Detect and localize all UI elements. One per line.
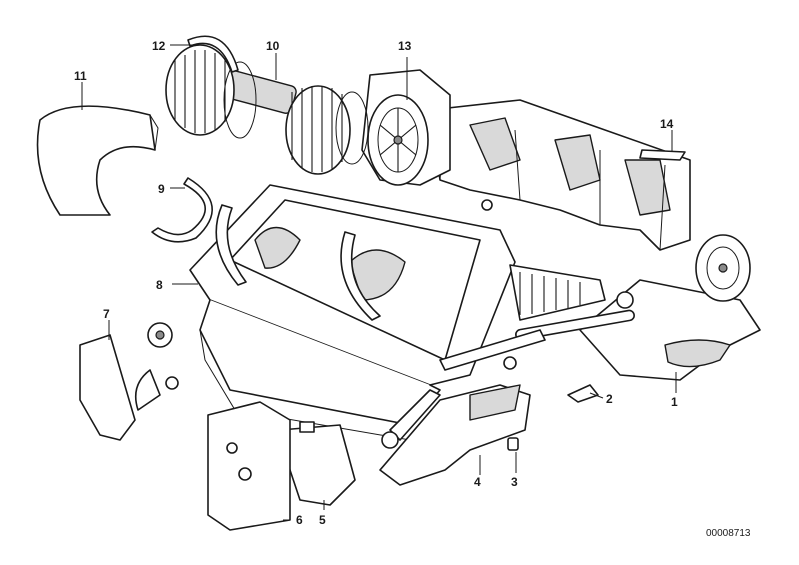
part-1-lower-housing [579, 234, 761, 381]
callout-3: 3 [511, 475, 518, 489]
callout-4: 4 [474, 475, 481, 489]
part-9-half-ring [151, 177, 213, 243]
callout-12: 12 [152, 39, 166, 53]
part-2-clip [567, 384, 599, 403]
part-8-heater-case [189, 184, 516, 441]
callout-5: 5 [319, 513, 326, 527]
callout-7: 7 [103, 307, 110, 321]
callout-10: 10 [266, 39, 280, 53]
leader-lines [81, 44, 677, 521]
part-10-blower-motor [165, 44, 369, 175]
heater-core-tubes [381, 264, 635, 449]
part-12-clip [187, 35, 239, 73]
callout-2: 2 [606, 392, 613, 406]
callout-9: 9 [158, 182, 165, 196]
part-11-fan-cover [36, 105, 159, 216]
callout-6: 6 [296, 513, 303, 527]
part-4-flap-housing [379, 384, 531, 486]
callout-13: 13 [398, 39, 412, 53]
part-13-volute-cover [361, 69, 451, 186]
part-5-flap-cover [279, 421, 356, 506]
callout-labels: 1 2 3 4 5 6 7 8 9 10 11 12 13 14 0000871… [74, 39, 751, 539]
callout-14: 14 [660, 117, 674, 131]
part-7-cover-and-gears [79, 322, 179, 441]
reference-number: 00008713 [706, 528, 751, 539]
callout-8: 8 [156, 278, 163, 292]
part-3-plug [507, 437, 519, 451]
callout-11: 11 [74, 69, 87, 83]
part-14-blower-housing [429, 99, 691, 251]
part-6-side-plate [207, 401, 291, 531]
callout-1: 1 [671, 395, 678, 409]
